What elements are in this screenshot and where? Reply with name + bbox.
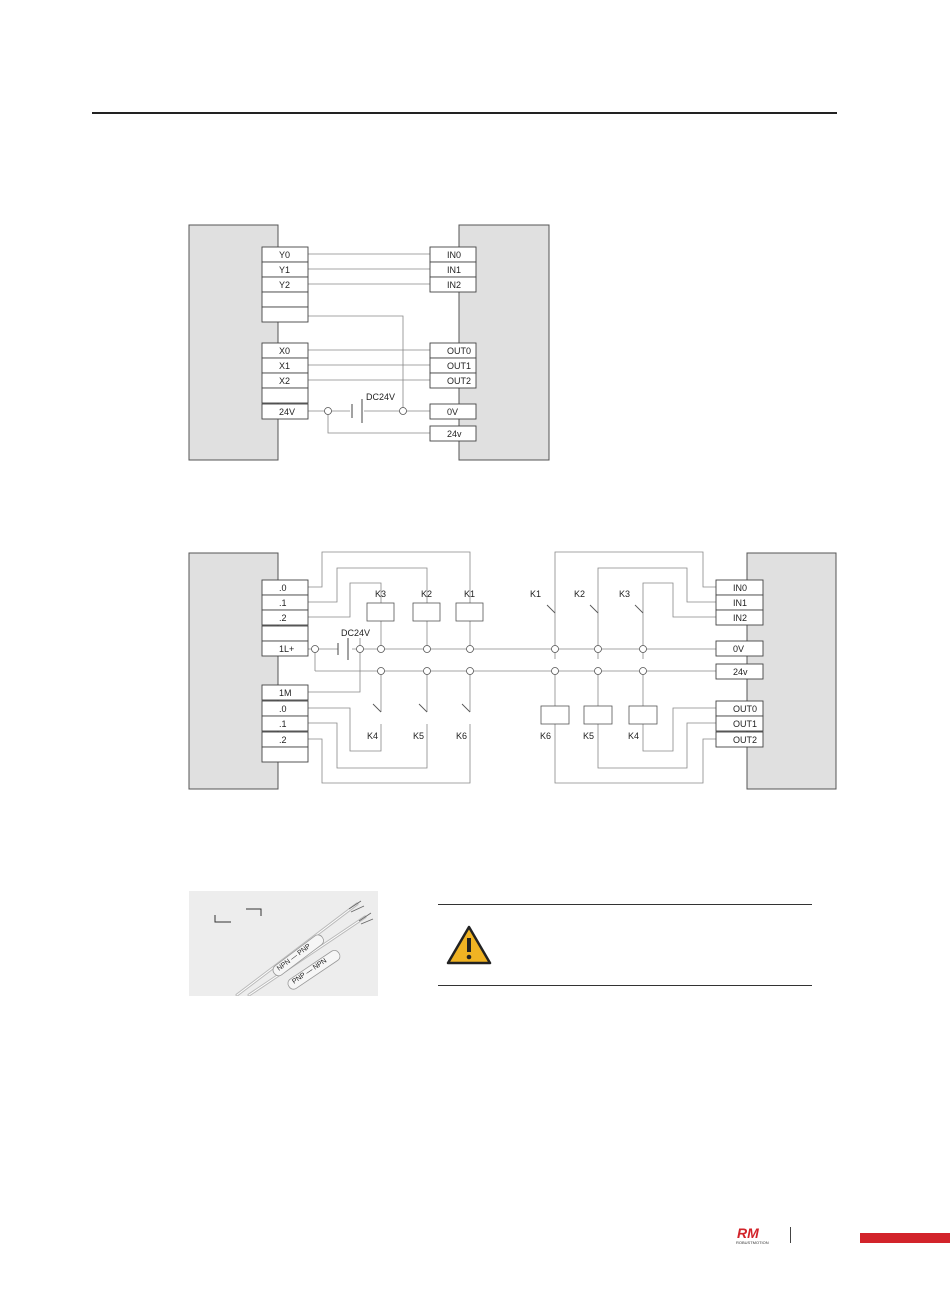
contact-label: K6 [456,731,467,741]
right-terminal-label: IN0 [447,250,461,260]
junction-node [640,646,647,653]
relay-label: K2 [421,589,432,599]
junction-node [595,646,602,653]
relay-coil [629,706,657,724]
right-terminal-label: 0V [733,644,744,654]
supply-label: DC24V [366,392,395,402]
relay-coil [413,603,440,621]
contact-label: K5 [413,731,424,741]
left-terminal-label: Y1 [279,265,290,275]
right-terminal-label: OUT1 [447,361,471,371]
junction-node [357,646,364,653]
adapter-cable-image: NPN — PNP PNP — NPN [189,891,378,996]
junction-node [424,646,431,653]
left-terminal [262,747,308,762]
left-terminal-label: X1 [279,361,290,371]
left-terminal-label: 24V [279,407,295,417]
right-terminal-label: IN2 [733,613,747,623]
header-rule [92,112,837,114]
company-logo: RM ROBUSTMOTION [735,1226,787,1246]
logo-text: RM [737,1226,759,1241]
left-terminal-label: 1M [279,688,292,698]
contact-label: K1 [530,589,541,599]
left-terminal [262,388,308,403]
right-terminal-label: OUT0 [447,346,471,356]
caution-box [438,904,812,986]
relay-coil [584,706,612,724]
right-terminal-label: IN2 [447,280,461,290]
relay-label: K1 [464,589,475,599]
relay-wiring-diagram: DC24V K3 K2 K1 K1 K2 K3 K4 K5 K6 K6 K5 K… [170,540,845,795]
junction-node [595,668,602,675]
junction-node [378,646,385,653]
junction-node [378,668,385,675]
left-terminal-label: X0 [279,346,290,356]
relay-label: K5 [583,731,594,741]
contact-label: K4 [367,731,378,741]
right-terminal-label: IN1 [447,265,461,275]
junction-node [552,646,559,653]
left-terminal-label: .1 [279,598,287,608]
contact-label: K3 [619,589,630,599]
junction-node [424,668,431,675]
junction-node [312,646,319,653]
supply-label: DC24V [341,628,370,638]
relay-coil [367,603,394,621]
left-terminal-label: Y0 [279,250,290,260]
relay-label: K6 [540,731,551,741]
relay-coil [541,706,569,724]
left-terminal-label: Y2 [279,280,290,290]
footer-divider [790,1227,791,1243]
right-terminal-label: IN1 [733,598,747,608]
junction-node [400,408,407,415]
left-terminal-label: .2 [279,613,287,623]
right-terminal-label: IN0 [733,583,747,593]
right-terminal-label: 0V [447,407,458,417]
left-terminal [262,292,308,307]
left-terminal-label: .1 [279,719,287,729]
relay-coil [456,603,483,621]
relay-label: K3 [375,589,386,599]
relay-label: K4 [628,731,639,741]
footer-accent-bar [860,1233,950,1243]
left-terminal [262,626,308,641]
right-terminal-label: 24v [447,429,462,439]
left-terminal-label: .0 [279,704,287,714]
right-terminal-label: OUT1 [733,719,757,729]
junction-node [640,668,647,675]
right-terminal-label: OUT2 [447,376,471,386]
junction-node [325,408,332,415]
contact-label: K2 [574,589,585,599]
left-terminal [262,307,308,322]
left-terminal-label: X2 [279,376,290,386]
logo-subtext: ROBUSTMOTION [736,1240,769,1245]
left-terminal-label: .0 [279,583,287,593]
right-terminal-label: OUT2 [733,735,757,745]
warning-triangle-icon [446,925,492,965]
left-terminal-label: .2 [279,735,287,745]
junction-node [467,668,474,675]
right-terminal-label: 24v [733,667,748,677]
junction-node [552,668,559,675]
right-terminal-label: OUT0 [733,704,757,714]
junction-node [467,646,474,653]
left-terminal-label: 1L+ [279,644,294,654]
